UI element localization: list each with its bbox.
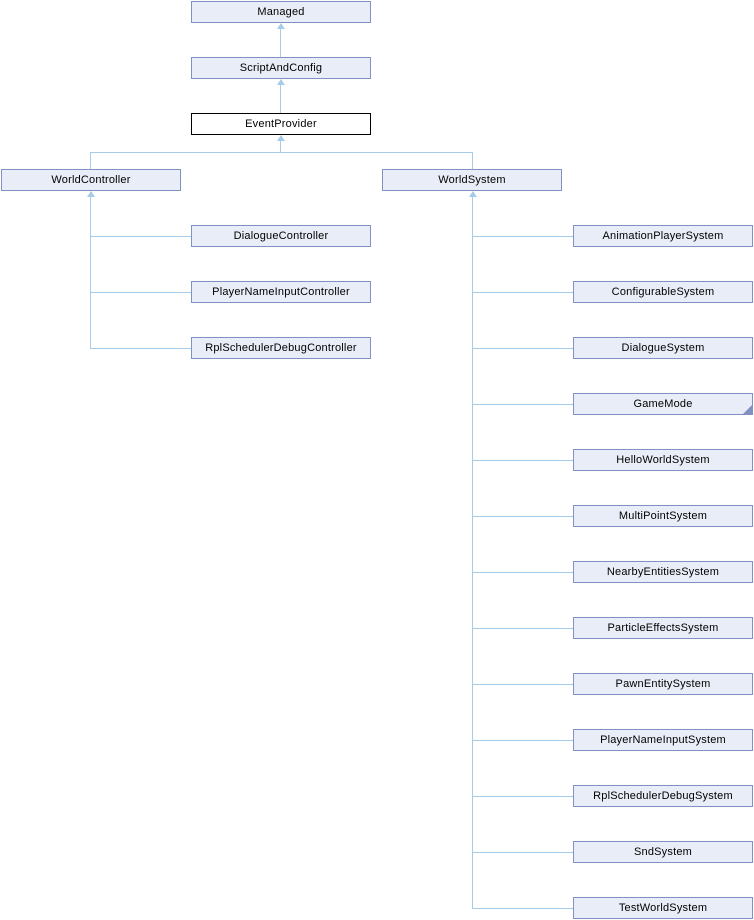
inheritance-edge-segment: [472, 852, 573, 853]
inheritance-edge-segment: [90, 292, 191, 293]
node-dialogue-system[interactable]: DialogueSystem: [573, 337, 753, 359]
inheritance-edge-segment: [280, 140, 281, 152]
inheritance-edge-segment: [472, 684, 573, 685]
node-hello-world-system[interactable]: HelloWorldSystem: [573, 449, 753, 471]
inheritance-edge-segment: [472, 572, 573, 573]
node-player-name-input-system[interactable]: PlayerNameInputSystem: [573, 729, 753, 751]
inheritance-edge-segment: [472, 796, 573, 797]
inheritance-edge-segment: [90, 152, 91, 169]
node-animation-player-system[interactable]: AnimationPlayerSystem: [573, 225, 753, 247]
inheritance-edge-segment: [472, 236, 573, 237]
inheritance-edge-segment: [472, 152, 473, 169]
node-snd-system[interactable]: SndSystem: [573, 841, 753, 863]
inheritance-edge-segment: [90, 152, 473, 153]
node-label: GameMode: [633, 398, 693, 410]
inheritance-edge-segment: [90, 196, 91, 349]
node-managed[interactable]: Managed: [191, 1, 371, 23]
inheritance-edge-segment: [472, 404, 573, 405]
node-script-and-config[interactable]: ScriptAndConfig: [191, 57, 371, 79]
inheritance-arrowhead-up-icon: [277, 79, 285, 85]
node-test-world-system[interactable]: TestWorldSystem: [573, 897, 753, 919]
node-dialogue-controller[interactable]: DialogueController: [191, 225, 371, 247]
node-player-name-input-controller[interactable]: PlayerNameInputController: [191, 281, 371, 303]
inheritance-edge-segment: [90, 348, 191, 349]
inheritance-edge-segment: [280, 28, 281, 57]
node-multi-point-system[interactable]: MultiPointSystem: [573, 505, 753, 527]
node-world-system[interactable]: WorldSystem: [382, 169, 562, 191]
node-world-controller[interactable]: WorldController: [1, 169, 181, 191]
inheritance-edge-segment: [472, 460, 573, 461]
inheritance-edge-segment: [472, 908, 573, 909]
inheritance-arrowhead-up-icon: [277, 23, 285, 29]
node-game-mode[interactable]: GameMode: [573, 393, 753, 415]
inheritance-edge-segment: [280, 84, 281, 113]
inheritance-edge-segment: [90, 236, 191, 237]
inheritance-arrowhead-up-icon: [87, 191, 95, 197]
inheritance-edge-segment: [472, 348, 573, 349]
node-rpl-scheduler-debug-controller[interactable]: RplSchedulerDebugController: [191, 337, 371, 359]
node-nearby-entities-system[interactable]: NearbyEntitiesSystem: [573, 561, 753, 583]
has-subclasses-fold-corner-icon: [743, 405, 752, 414]
inheritance-edge-segment: [472, 740, 573, 741]
node-configurable-system[interactable]: ConfigurableSystem: [573, 281, 753, 303]
inheritance-edge-segment: [472, 292, 573, 293]
node-rpl-scheduler-debug-system[interactable]: RplSchedulerDebugSystem: [573, 785, 753, 807]
inheritance-arrowhead-up-icon: [277, 135, 285, 141]
inheritance-arrowhead-up-icon: [469, 191, 477, 197]
inheritance-edge-segment: [472, 196, 473, 909]
node-particle-effects-system[interactable]: ParticleEffectsSystem: [573, 617, 753, 639]
node-pawn-entity-system[interactable]: PawnEntitySystem: [573, 673, 753, 695]
inheritance-edge-segment: [472, 516, 573, 517]
node-event-provider-current: EventProvider: [191, 113, 371, 135]
inheritance-edge-segment: [472, 628, 573, 629]
